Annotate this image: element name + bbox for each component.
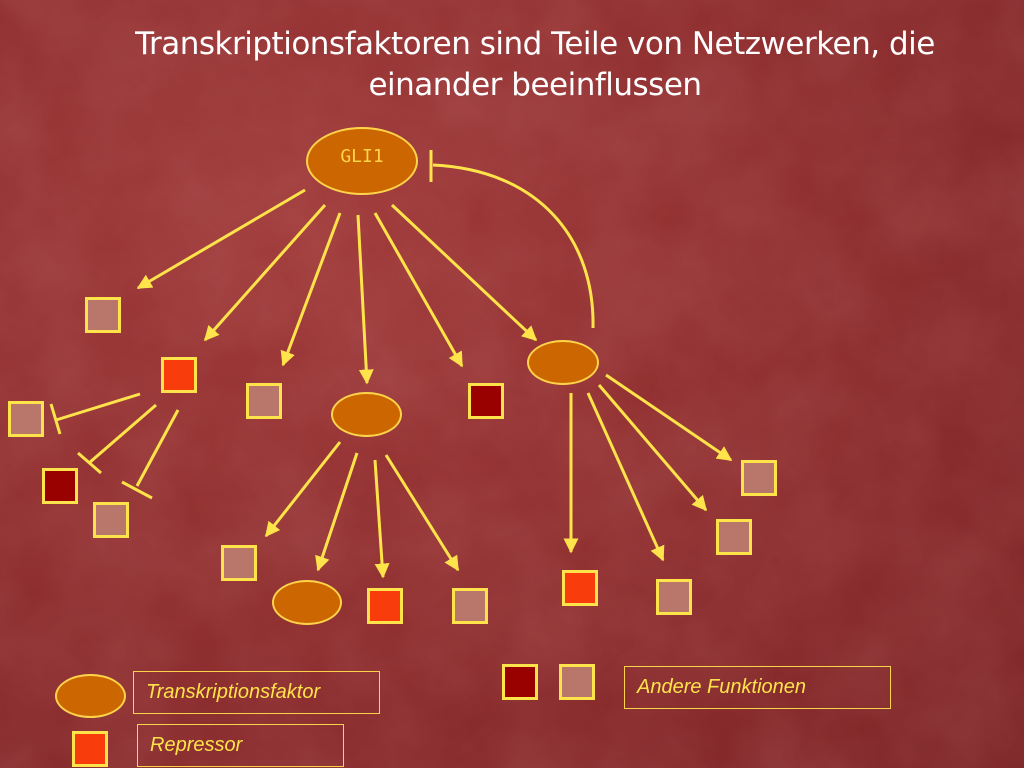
tf-node-right (527, 340, 599, 385)
legend-tf-label-box: Transkriptionsfaktor (133, 671, 380, 714)
arrow-tf-center-to-repressor (373, 459, 390, 579)
arrow-tf-right-to-square-mid (597, 384, 708, 512)
arrow-gli1-to-square-2 (280, 212, 342, 367)
inhibit-repressor-to-square-bottom (135, 409, 180, 487)
inhibit-bar-dark-square (77, 451, 102, 475)
repressor-square-1 (161, 357, 197, 393)
inhibit-bar-square-left (49, 403, 62, 435)
legend-other-functions-label: Andere Funktionen (637, 676, 807, 698)
arrow-tf-center-to-square-right (384, 454, 460, 572)
inhibit-repressor-to-square-left (55, 392, 141, 422)
other-function-square-5 (221, 545, 257, 581)
title-line-1: Transkriptionsfaktoren sind Teile von Ne… (135, 26, 935, 62)
repressor-square-2 (367, 588, 403, 624)
slide-title: Transkriptionsfaktoren sind Teile von Ne… (100, 24, 970, 106)
legend-tf-ellipse (55, 674, 126, 718)
other-function-square-2 (246, 383, 282, 419)
arrow-tf-right-to-square-top (605, 373, 733, 462)
title-line-2: einander beeinflussen (368, 67, 702, 103)
other-function-square-8 (716, 519, 752, 555)
other-function-dark-square-1 (468, 383, 504, 419)
arrow-gli1-to-dark-square (373, 212, 464, 368)
legend-other-functions-label-box: Andere Funktionen (624, 666, 891, 709)
arrow-tf-right-to-square-bottom (586, 392, 665, 562)
tf-node-center (331, 392, 402, 437)
legend-other-dark-square (502, 664, 538, 700)
legend-repressor-label: Repressor (150, 734, 243, 756)
tf-node-bottom (272, 580, 342, 625)
legend-repressor-square (72, 731, 108, 767)
inhibit-bar-square-bottom (121, 480, 153, 500)
other-function-dark-square-2 (42, 468, 78, 504)
other-function-square-9 (741, 460, 777, 496)
legend-repressor-label-box: Repressor (137, 724, 344, 767)
arrow-gli1-to-tf-right (390, 203, 538, 342)
legend-other-light-square (559, 664, 595, 700)
other-function-square-3 (8, 401, 44, 437)
arrow-gli1-to-tf-center (356, 214, 374, 385)
other-function-square-6 (452, 588, 488, 624)
other-function-square-7 (656, 579, 692, 615)
other-function-square-1 (85, 297, 121, 333)
legend-tf-label: Transkriptionsfaktor (146, 681, 321, 703)
gli1-node: GLI1 (306, 127, 418, 195)
arrow-tf-center-to-square (264, 441, 342, 538)
feedback-inhibition-arc (432, 163, 595, 329)
arrow-gli1-to-repressor-1 (203, 204, 327, 342)
gli1-label: GLI1 (340, 145, 384, 167)
other-function-square-4 (93, 502, 129, 538)
arrow-gli1-to-square-1 (136, 188, 306, 290)
arrow-tf-center-to-tf-bottom (315, 452, 359, 572)
repressor-square-3 (562, 570, 598, 606)
inhibit-repressor-to-dark-square (88, 403, 157, 465)
